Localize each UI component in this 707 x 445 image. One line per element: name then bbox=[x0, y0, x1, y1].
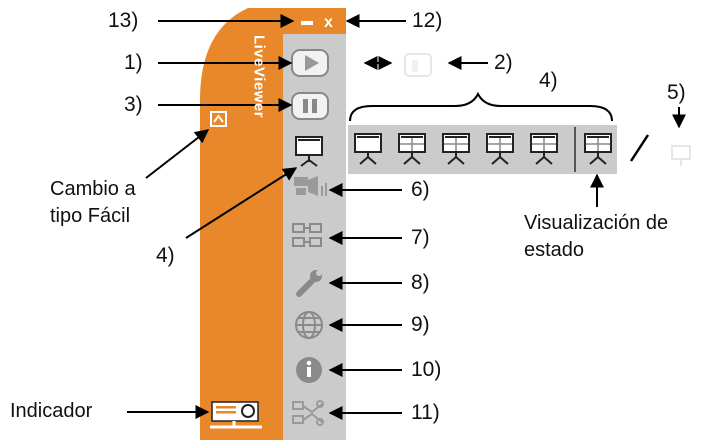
callout-7: 7) bbox=[411, 226, 430, 249]
callout-arrows bbox=[127, 14, 686, 420]
wrench-icon bbox=[296, 270, 322, 297]
callout-5: 5) bbox=[667, 81, 686, 104]
status-view-label: Visualización de estado bbox=[524, 212, 669, 261]
status-screen-icon bbox=[354, 133, 382, 165]
callout-4-top: 4) bbox=[539, 69, 558, 92]
status-screen-icon bbox=[442, 133, 470, 165]
disconnect-button[interactable] bbox=[292, 400, 324, 426]
status-screens bbox=[354, 133, 612, 165]
minimize-icon bbox=[301, 21, 313, 25]
faded-status-icon bbox=[671, 145, 691, 166]
callout-8: 8) bbox=[411, 271, 430, 294]
info-button[interactable] bbox=[296, 357, 322, 383]
callout-4-bottom: 4) bbox=[156, 244, 175, 267]
disconnect-icon bbox=[292, 400, 324, 426]
callout-9: 9) bbox=[411, 313, 430, 336]
brand-text: LiveViewer bbox=[250, 34, 268, 119]
close-icon: x bbox=[324, 14, 333, 31]
status-screen-icon bbox=[486, 133, 514, 165]
minimize-button[interactable] bbox=[299, 14, 319, 30]
info-icon bbox=[296, 357, 322, 383]
callout-6: 6) bbox=[411, 178, 430, 201]
speaker-icon bbox=[294, 176, 327, 196]
faded-stop-icon bbox=[404, 53, 432, 77]
status-screen-icon bbox=[398, 133, 426, 165]
callout-2: 2) bbox=[494, 51, 513, 74]
projector-indicator-icon bbox=[210, 401, 262, 429]
play-icon bbox=[305, 55, 319, 71]
presentation-mode-button[interactable] bbox=[295, 136, 323, 167]
callout-11: 11) bbox=[411, 401, 440, 424]
callout-3: 3) bbox=[124, 93, 143, 116]
web-button[interactable] bbox=[295, 311, 323, 339]
play-button[interactable] bbox=[291, 49, 329, 77]
speaker-button[interactable] bbox=[294, 176, 327, 196]
indicator bbox=[210, 401, 262, 429]
network-icon bbox=[292, 223, 322, 247]
status-screen-icon bbox=[584, 133, 612, 165]
network-button[interactable] bbox=[292, 223, 322, 247]
projector-screen-icon bbox=[295, 136, 323, 167]
callout-12: 12) bbox=[412, 9, 443, 32]
pause-button[interactable] bbox=[291, 92, 329, 120]
pause-icon bbox=[303, 99, 317, 113]
callout-1: 1) bbox=[124, 51, 143, 74]
globe-icon bbox=[295, 311, 323, 339]
callout-13: 13) bbox=[108, 9, 139, 32]
status-strip bbox=[348, 125, 617, 174]
collapse-icon bbox=[213, 114, 224, 123]
status-brace bbox=[349, 91, 613, 122]
easy-mode-button[interactable] bbox=[210, 111, 227, 127]
settings-button[interactable] bbox=[296, 270, 322, 297]
indicator-label: Indicador bbox=[10, 400, 93, 422]
status-screen-icon bbox=[530, 133, 558, 165]
close-button[interactable]: x bbox=[324, 14, 333, 31]
brand-logo: LiveViewer bbox=[238, 28, 268, 138]
easy-mode-label: Cambio a tipo Fácil bbox=[50, 178, 136, 227]
callout-10: 10) bbox=[411, 358, 442, 381]
